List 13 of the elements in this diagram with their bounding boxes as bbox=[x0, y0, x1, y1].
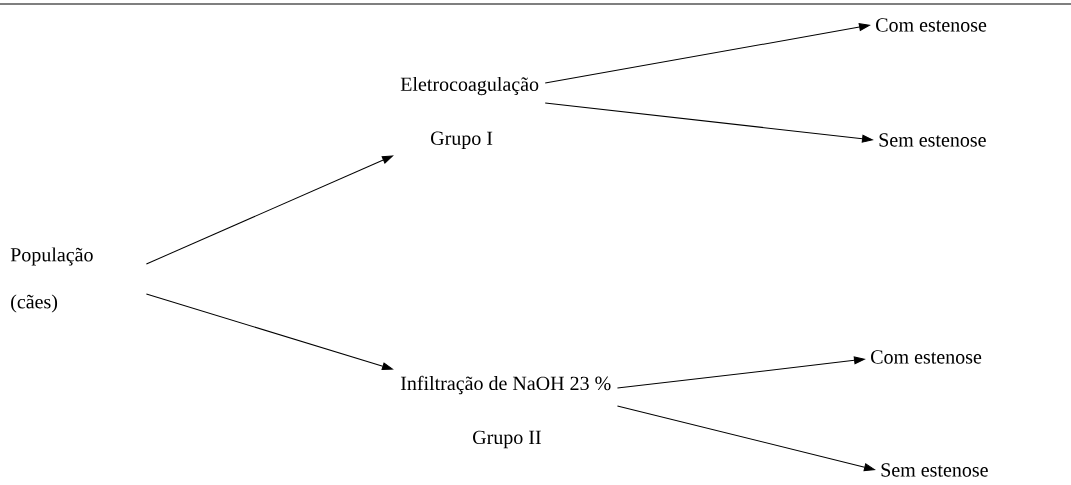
arrow bbox=[544, 102, 873, 143]
arrow bbox=[544, 23, 870, 84]
text-label: Com estenose bbox=[871, 350, 982, 364]
text-label: Com estenose bbox=[876, 18, 987, 32]
arrow bbox=[616, 356, 865, 389]
arrow bbox=[616, 405, 875, 472]
text-label: Sem estenose bbox=[881, 463, 988, 477]
text-label: Sem estenose bbox=[879, 133, 986, 147]
arrow bbox=[145, 293, 393, 371]
text-label: População (cães) bbox=[10, 247, 93, 313]
text-label: Infiltração de NaOH 23 % Grupo II bbox=[400, 375, 611, 449]
text-label: Eletrocoagulação Grupo I bbox=[400, 76, 539, 150]
arrow bbox=[145, 155, 394, 265]
